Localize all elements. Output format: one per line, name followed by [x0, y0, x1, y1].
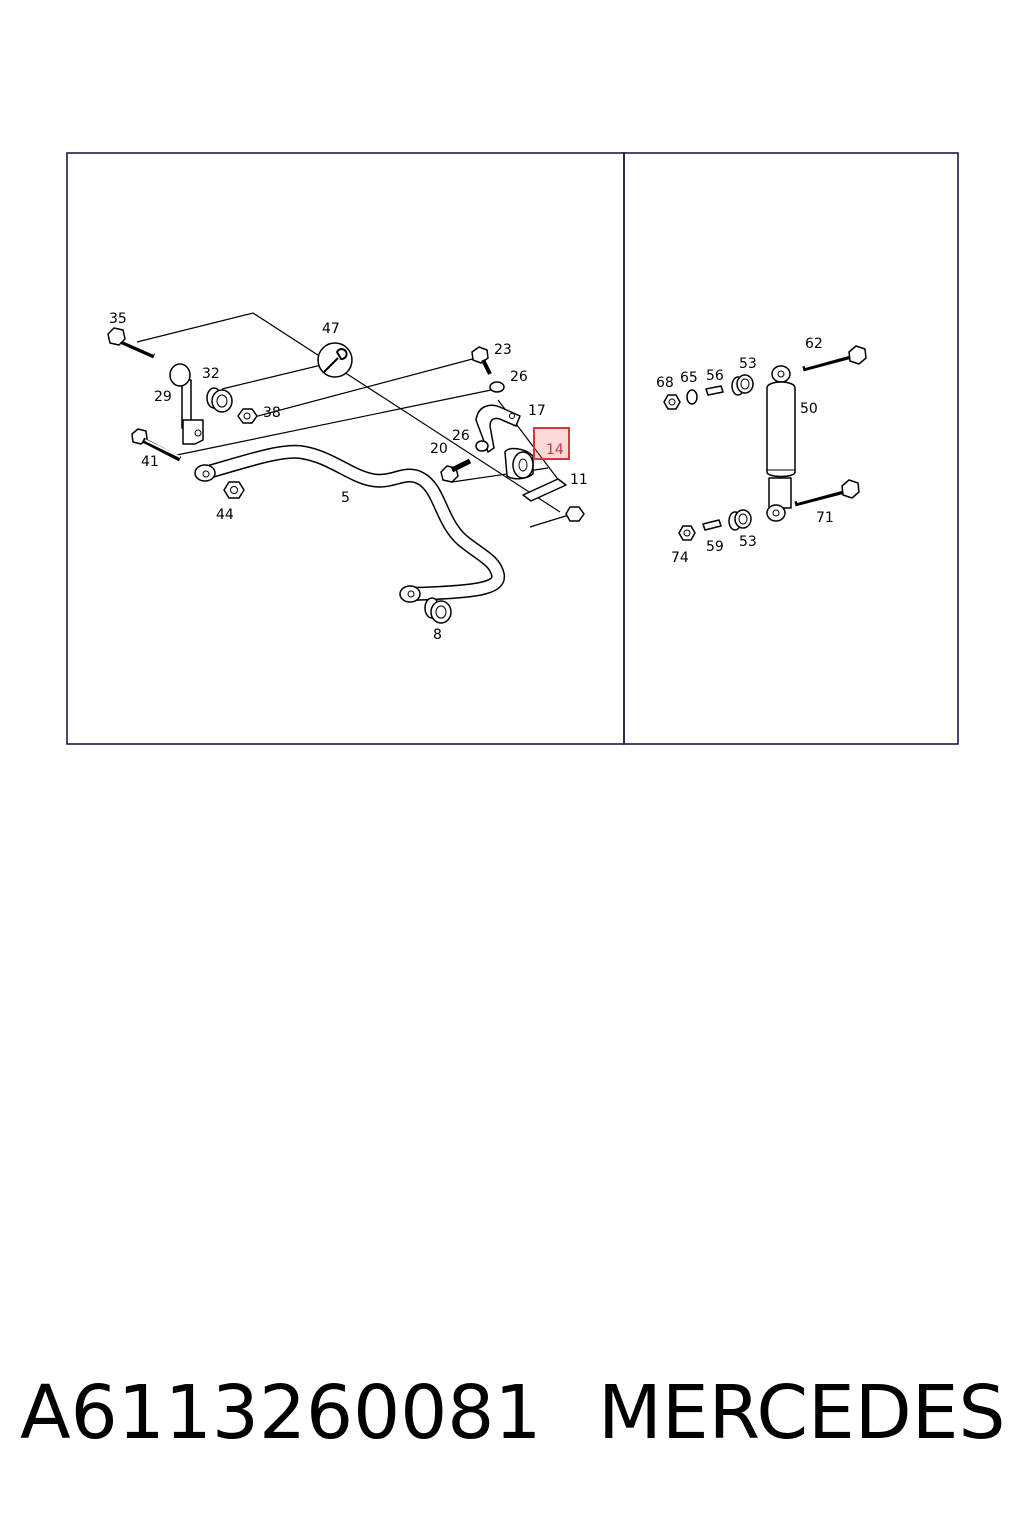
callout-68: 68	[656, 375, 674, 391]
callout-29: 29	[154, 389, 172, 405]
callout-62: 62	[805, 336, 823, 352]
bushing-8-icon	[424, 597, 452, 624]
bushing-53-lower-icon	[728, 509, 752, 531]
washer-26-lower-icon	[475, 440, 489, 452]
callout-14: 14	[546, 442, 564, 458]
link-rod-29-icon	[169, 363, 204, 445]
callout-26-lower: 26	[452, 428, 470, 444]
callout-56: 56	[706, 368, 724, 384]
callout-41: 41	[141, 454, 159, 470]
callout-5: 5	[341, 490, 350, 506]
bolt-62-icon	[802, 345, 867, 372]
callout-53-lower: 53	[739, 534, 757, 550]
callout-17: 17	[528, 403, 546, 419]
stabilizer-assembly: 35 47 23 26 32 29 38 17 26 20 14 41 11 5…	[107, 311, 588, 643]
shock-absorber-50-icon	[766, 365, 796, 522]
bolt-71-icon	[794, 479, 860, 507]
diagram-frame-right	[623, 152, 959, 745]
washer-26-upper-icon	[489, 381, 505, 393]
nut-38-icon	[237, 408, 258, 424]
nut-leader-end-icon	[565, 506, 585, 522]
callout-20: 20	[430, 441, 448, 457]
callout-8: 8	[433, 627, 442, 643]
callout-32: 32	[202, 366, 220, 382]
caption: A6113260081 MERCEDES	[0, 1370, 1024, 1480]
callout-65: 65	[680, 370, 698, 386]
nut-74-icon	[678, 525, 696, 541]
shock-absorber-assembly: 62 68 65 56 53 50 71 74 59 53	[656, 336, 867, 566]
callout-11: 11	[570, 472, 588, 488]
bolt-35-icon	[107, 327, 156, 359]
callout-44: 44	[216, 507, 234, 523]
callout-59: 59	[706, 539, 724, 555]
nut-68-icon	[663, 394, 681, 410]
stabilizer-bar-5-icon	[194, 444, 506, 603]
bolt-41-icon	[131, 428, 182, 462]
bolt-23-icon	[471, 346, 492, 375]
callout-38: 38	[263, 405, 281, 421]
bushing-14-icon	[504, 447, 534, 480]
callout-23: 23	[494, 342, 512, 358]
bushing-53-upper-icon	[731, 374, 754, 396]
part-number: A6113260081	[20, 1370, 542, 1456]
highlight-box-14	[533, 427, 570, 460]
callout-35: 35	[109, 311, 127, 327]
callout-26-upper: 26	[510, 369, 528, 385]
plate-11-icon	[522, 478, 567, 502]
sleeve-59-icon	[702, 519, 722, 531]
sleeve-56-icon	[705, 385, 724, 396]
brand-name: MERCEDES	[598, 1370, 1006, 1456]
bolt-20-icon	[440, 458, 472, 483]
washer-65-icon	[686, 389, 698, 405]
callout-50: 50	[800, 401, 818, 417]
clamp-17-icon	[475, 404, 521, 453]
wrench-symbol-47-icon	[317, 342, 353, 378]
callout-53-upper: 53	[739, 356, 757, 372]
bushing-32-icon	[206, 387, 233, 413]
callout-74: 74	[671, 550, 689, 566]
callout-47: 47	[322, 321, 340, 337]
nut-44-icon	[223, 481, 245, 499]
callout-71: 71	[816, 510, 834, 526]
